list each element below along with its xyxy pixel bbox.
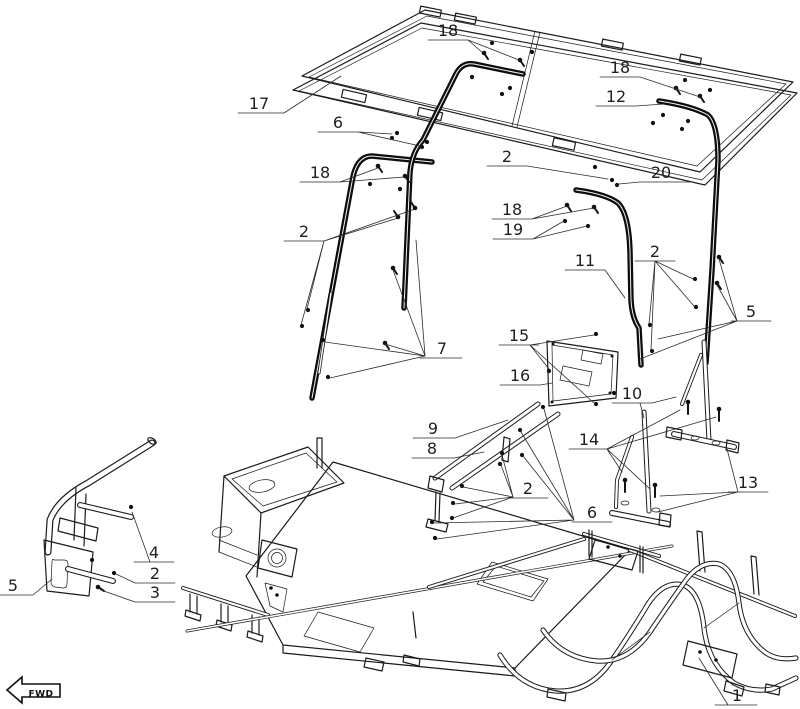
callout-7: 7 bbox=[437, 339, 447, 358]
callout-12: 12 bbox=[606, 87, 626, 106]
callout-20: 20 bbox=[651, 163, 671, 182]
callout-2-e: 2 bbox=[150, 564, 160, 583]
callout-15: 15 bbox=[509, 326, 529, 345]
callout-8: 8 bbox=[427, 439, 437, 458]
callout-4: 4 bbox=[149, 543, 159, 562]
callout-6-b: 6 bbox=[587, 503, 597, 522]
main-chassis-frame bbox=[181, 437, 799, 702]
front-roll-bar-tube-right bbox=[401, 60, 526, 311]
callout-2-d: 2 bbox=[523, 479, 533, 498]
leader-lines bbox=[0, 39, 772, 706]
front-suspension-assembly bbox=[43, 437, 157, 597]
mounting-plate bbox=[546, 340, 619, 407]
roof-panel bbox=[301, 5, 794, 173]
callout-5-a: 5 bbox=[746, 302, 756, 321]
roof-frame-tube bbox=[292, 22, 798, 186]
callout-14: 14 bbox=[579, 430, 599, 449]
callout-18-c: 18 bbox=[610, 58, 630, 77]
callout-2-b: 2 bbox=[299, 222, 309, 241]
seat-frame-right bbox=[665, 339, 740, 454]
callout-16: 16 bbox=[510, 366, 530, 385]
windshield-support-tube bbox=[317, 291, 333, 375]
callout-3: 3 bbox=[150, 583, 160, 602]
rear-roll-bar-tube-right bbox=[656, 98, 721, 366]
callout-18-a: 18 bbox=[438, 21, 458, 40]
fwd-label: FWD bbox=[28, 690, 53, 700]
callout-17: 17 bbox=[249, 94, 269, 113]
seat-frame-left bbox=[609, 409, 672, 528]
screw-fasteners bbox=[95, 50, 724, 592]
callout-2-a: 2 bbox=[502, 147, 512, 166]
callout-5-b: 5 bbox=[8, 576, 18, 595]
callout-10: 10 bbox=[622, 384, 642, 403]
callout-9: 9 bbox=[428, 419, 438, 438]
callout-1: 1 bbox=[732, 686, 742, 705]
rear-roll-bar-tube-left bbox=[573, 187, 644, 368]
callout-19: 19 bbox=[503, 220, 523, 239]
front-roll-bar-tube-left bbox=[309, 153, 435, 401]
callout-11: 11 bbox=[575, 251, 595, 270]
callout-18-d: 18 bbox=[502, 200, 522, 219]
callout-labels: 18 17 6 18 18 12 2 20 18 19 2 11 2 5 7 1… bbox=[8, 21, 758, 705]
support-rails bbox=[425, 401, 561, 533]
callout-18-b: 18 bbox=[310, 163, 330, 182]
callout-2-c: 2 bbox=[650, 242, 660, 261]
callout-13: 13 bbox=[738, 473, 758, 492]
callout-6-a: 6 bbox=[333, 113, 343, 132]
fwd-direction-arrow-icon: FWD bbox=[5, 675, 61, 705]
bolt-fasteners bbox=[89, 40, 724, 662]
